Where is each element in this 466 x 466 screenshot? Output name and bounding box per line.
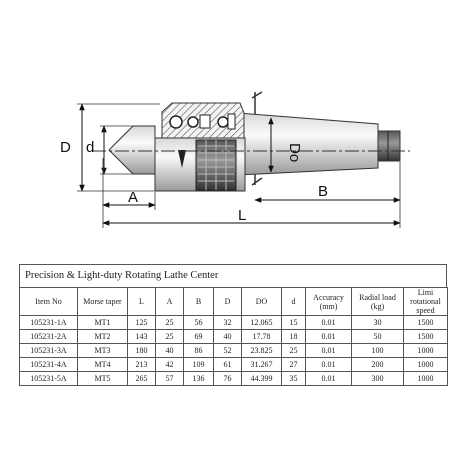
label-Do: Do — [286, 143, 303, 162]
col-header: Item No — [19, 287, 78, 316]
cell: 25 — [155, 315, 184, 330]
cell: 105231-4A — [19, 357, 78, 372]
cell: 0.01 — [305, 357, 352, 372]
cell: 57 — [155, 371, 184, 386]
cell: 15 — [281, 315, 306, 330]
cell: 40 — [155, 343, 184, 358]
cone-point — [108, 125, 156, 175]
cell: 213 — [127, 357, 156, 372]
cell: 300 — [351, 371, 404, 386]
cell: 109 — [183, 357, 214, 372]
table-row: 105231-2A MT2 143 25 69 40 17.78 18 0.01… — [19, 329, 448, 344]
label-d: d — [86, 139, 94, 156]
cell: 76 — [213, 371, 242, 386]
cell: 143 — [127, 329, 156, 344]
cell: 0.01 — [305, 315, 352, 330]
label-D: D — [60, 139, 71, 156]
label-B: B — [318, 183, 328, 200]
col-header: Morse taper — [77, 287, 128, 316]
cell: 56 — [183, 315, 214, 330]
cell: 25 — [281, 343, 306, 358]
col-header: Radial load (kg) — [351, 287, 404, 316]
cell: 1500 — [403, 315, 448, 330]
cell: 1000 — [403, 357, 448, 372]
cell: MT3 — [77, 343, 128, 358]
label-A: A — [128, 189, 138, 206]
cell: 27 — [281, 357, 306, 372]
cell: MT4 — [77, 357, 128, 372]
cell: 125 — [127, 315, 156, 330]
col-header: Accuracy (mm) — [305, 287, 352, 316]
cell: MT5 — [77, 371, 128, 386]
cell: 86 — [183, 343, 214, 358]
cell: MT2 — [77, 329, 128, 344]
cell: 32 — [213, 315, 242, 330]
cell: 50 — [351, 329, 404, 344]
col-header: Limi rotational speed — [403, 287, 448, 316]
cell: 44.399 — [241, 371, 282, 386]
cell: 100 — [351, 343, 404, 358]
cell: 61 — [213, 357, 242, 372]
cell: 1500 — [403, 329, 448, 344]
col-header: D — [213, 287, 242, 316]
cell: 0.01 — [305, 329, 352, 344]
cell: 265 — [127, 371, 156, 386]
cell: 105231-5A — [19, 371, 78, 386]
cell: 30 — [351, 315, 404, 330]
cell: 12.065 — [241, 315, 282, 330]
cell: 136 — [183, 371, 214, 386]
cell: 18 — [281, 329, 306, 344]
spec-table: Precision & Light-duty Rotating Lathe Ce… — [19, 264, 448, 386]
col-header: DO — [241, 287, 282, 316]
cell: 40 — [213, 329, 242, 344]
table-row: 105231-4A MT4 213 42 109 61 31.267 27 0.… — [19, 357, 448, 372]
table-row: 105231-1A MT1 125 25 56 32 12.065 15 0.0… — [19, 315, 448, 330]
cell: 200 — [351, 357, 404, 372]
cell: 69 — [183, 329, 214, 344]
col-header: A — [155, 287, 184, 316]
cell: 0.01 — [305, 343, 352, 358]
cell: 1000 — [403, 371, 448, 386]
col-header: L — [127, 287, 156, 316]
cell: 25 — [155, 329, 184, 344]
tang — [377, 130, 401, 162]
cell: 35 — [281, 371, 306, 386]
lathe-center-drawing: D d Do A B L — [60, 91, 410, 228]
cell: 105231-1A — [19, 315, 78, 330]
cell: 105231-3A — [19, 343, 78, 358]
cell: 17.78 — [241, 329, 282, 344]
table-header-row: Item No Morse taper L A B D DO d Accurac… — [19, 287, 448, 316]
table-title: Precision & Light-duty Rotating Lathe Ce… — [19, 264, 447, 287]
cell: 23.825 — [241, 343, 282, 358]
cell: 42 — [155, 357, 184, 372]
cell: 52 — [213, 343, 242, 358]
col-header: B — [183, 287, 214, 316]
cell: MT1 — [77, 315, 128, 330]
cell: 105231-2A — [19, 329, 78, 344]
label-L: L — [238, 207, 246, 224]
taper-shank — [237, 112, 379, 176]
cell: 0.01 — [305, 371, 352, 386]
cell: 1000 — [403, 343, 448, 358]
table-row: 105231-5A MT5 265 57 136 76 44.399 35 0.… — [19, 371, 448, 386]
cell: 180 — [127, 343, 156, 358]
table-row: 105231-3A MT3 180 40 86 52 23.825 25 0.0… — [19, 343, 448, 358]
col-header: d — [281, 287, 306, 316]
cell: 31.267 — [241, 357, 282, 372]
